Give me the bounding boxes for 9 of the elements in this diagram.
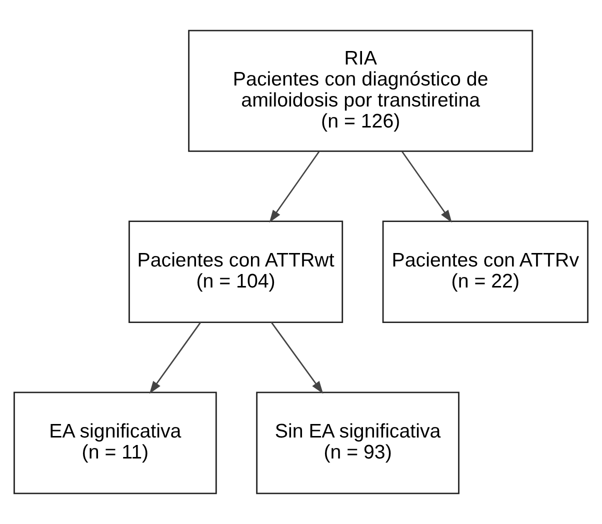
node-box: EA significativa (n = 11) [14,392,217,494]
node-box: Pacientes con ATTRwt (n = 104) [128,220,344,323]
node-box: Sin EA significativa (n = 93) [256,392,460,494]
node-box: Pacientes con ATTRv (n = 22) [382,220,588,323]
arrow [269,151,320,223]
arrow [149,322,202,394]
arrow [270,322,324,394]
arrow [402,151,452,223]
node-box: RIA Pacientes con diagnóstico de amiloidosis por transtiretina (n = 126) [188,30,534,152]
